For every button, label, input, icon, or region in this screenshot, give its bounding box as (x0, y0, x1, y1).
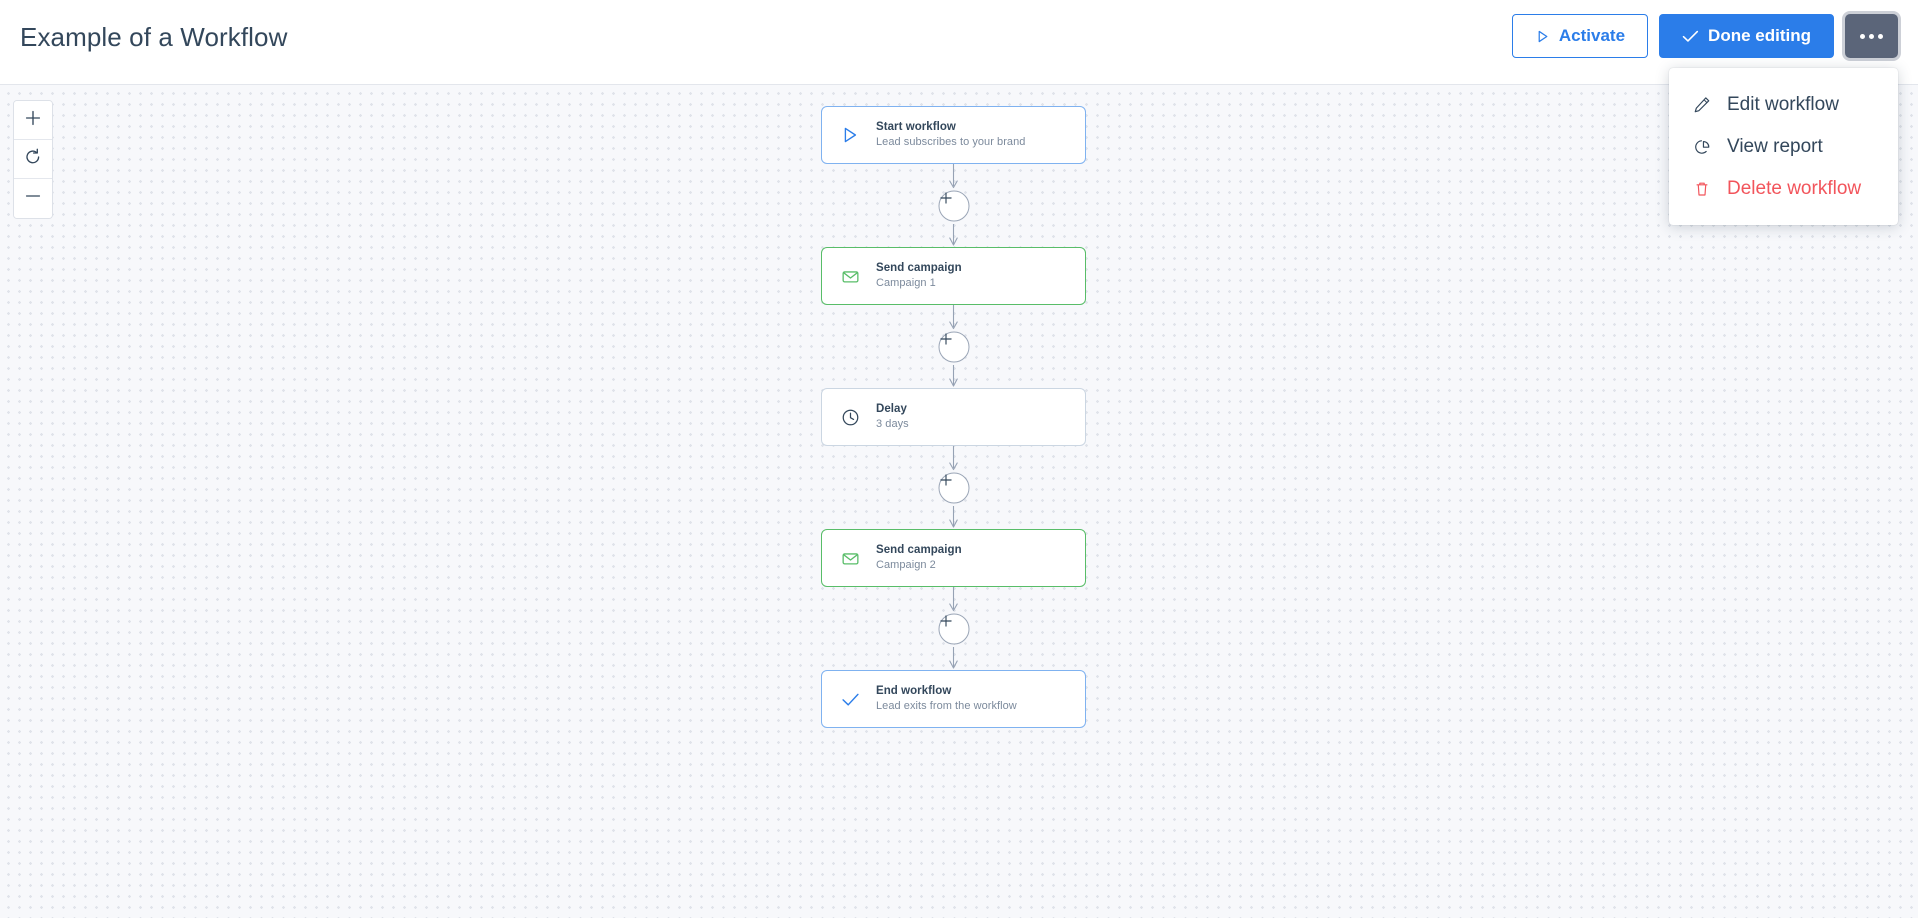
page-title: Example of a Workflow (20, 22, 288, 52)
workflow-node-delay[interactable]: Delay 3 days (821, 388, 1086, 446)
pie-chart-icon (1691, 137, 1713, 157)
node-subtitle: Lead exits from the workflow (876, 700, 1017, 713)
play-icon (1535, 29, 1550, 44)
workflow-connector (821, 446, 1086, 529)
menu-item-delete-workflow[interactable]: Delete workflow (1669, 168, 1898, 210)
app-header: Example of a Workflow Activate Done edit… (0, 0, 1918, 85)
menu-item-view-report[interactable]: View report (1669, 126, 1898, 168)
add-step-button[interactable] (938, 331, 969, 362)
minus-icon (24, 187, 42, 210)
plus-icon (24, 109, 42, 132)
more-options-menu: Edit workflow View report Delete workflo… (1669, 68, 1898, 225)
node-subtitle: Campaign 1 (876, 277, 936, 290)
more-options-button[interactable] (1845, 14, 1898, 58)
done-editing-button[interactable]: Done editing (1659, 14, 1834, 58)
add-step-button[interactable] (938, 613, 969, 644)
workflow-node-send-campaign-2[interactable]: Send campaign Campaign 2 (821, 529, 1086, 587)
envelope-icon (839, 548, 861, 569)
activate-button[interactable]: Activate (1511, 14, 1649, 58)
ellipsis-icon (1860, 33, 1883, 39)
menu-item-label: Edit workflow (1727, 94, 1839, 115)
workflow-node-send-campaign-1[interactable]: Send campaign Campaign 1 (821, 247, 1086, 305)
node-title: Send campaign (876, 262, 962, 275)
node-title: Send campaign (876, 544, 962, 557)
activate-button-label: Activate (1558, 26, 1626, 45)
workflow-connector (821, 305, 1086, 388)
menu-item-edit-workflow[interactable]: Edit workflow (1669, 84, 1898, 126)
check-icon (839, 690, 861, 709)
node-title: Delay (876, 403, 907, 416)
menu-item-label: Delete workflow (1727, 178, 1862, 199)
pencil-icon (1691, 95, 1713, 115)
check-icon (1682, 29, 1699, 44)
zoom-controls (13, 100, 53, 219)
menu-item-label: View report (1727, 136, 1823, 157)
clock-icon (839, 407, 861, 428)
node-title: End workflow (876, 685, 952, 698)
node-subtitle: Lead subscribes to your brand (876, 136, 1026, 149)
add-step-button[interactable] (938, 472, 969, 503)
zoom-reset-button[interactable] (14, 140, 52, 179)
refresh-icon (24, 148, 42, 171)
play-icon (839, 125, 861, 145)
workflow-connector (821, 587, 1086, 670)
workflow-canvas[interactable]: Start workflow Lead subscribes to your b… (0, 85, 1918, 918)
add-step-button[interactable] (938, 190, 969, 221)
node-subtitle: 3 days (876, 418, 909, 431)
done-editing-button-label: Done editing (1708, 26, 1811, 45)
zoom-out-button[interactable] (14, 179, 52, 218)
trash-icon (1691, 179, 1713, 199)
header-actions: Activate Done editing (1511, 14, 1898, 58)
workflow-flow: Start workflow Lead subscribes to your b… (821, 106, 1086, 728)
node-title: Start workflow (876, 121, 956, 134)
workflow-node-start[interactable]: Start workflow Lead subscribes to your b… (821, 106, 1086, 164)
zoom-in-button[interactable] (14, 101, 52, 140)
node-subtitle: Campaign 2 (876, 559, 936, 572)
workflow-node-end[interactable]: End workflow Lead exits from the workflo… (821, 670, 1086, 728)
envelope-icon (839, 266, 861, 287)
workflow-connector (821, 164, 1086, 247)
